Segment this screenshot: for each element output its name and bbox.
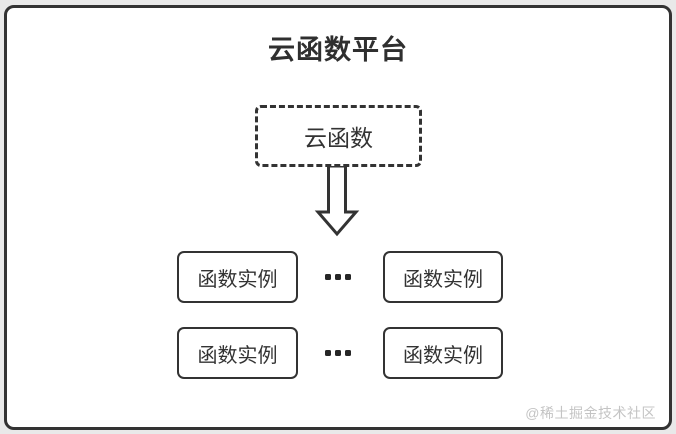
watermark: @稀土掘金技术社区 — [525, 405, 656, 421]
diagram-title: 云函数平台 — [268, 35, 408, 65]
ellipsis-dot — [335, 350, 341, 356]
ellipsis-dot — [325, 350, 331, 356]
function-instance-label: 函数实例 — [197, 344, 278, 367]
function-instance-node: 函数实例 — [177, 251, 298, 303]
ellipsis-icon — [325, 350, 351, 356]
ellipsis-dot — [325, 274, 331, 280]
ellipsis-dot — [335, 274, 341, 280]
function-instance-node: 函数实例 — [383, 327, 503, 379]
ellipsis-icon — [325, 274, 351, 280]
function-instance-node: 函数实例 — [383, 251, 503, 303]
cloud-function-node: 云函数 — [255, 105, 422, 167]
ellipsis-dot — [345, 350, 351, 356]
ellipsis-dot — [345, 274, 351, 280]
function-instance-label: 函数实例 — [197, 268, 278, 291]
function-instance-label: 函数实例 — [403, 344, 483, 367]
function-instance-node: 函数实例 — [177, 327, 298, 379]
cloud-function-label: 云函数 — [304, 125, 373, 151]
down-arrow-icon — [314, 166, 360, 237]
function-instance-label: 函数实例 — [403, 268, 483, 291]
